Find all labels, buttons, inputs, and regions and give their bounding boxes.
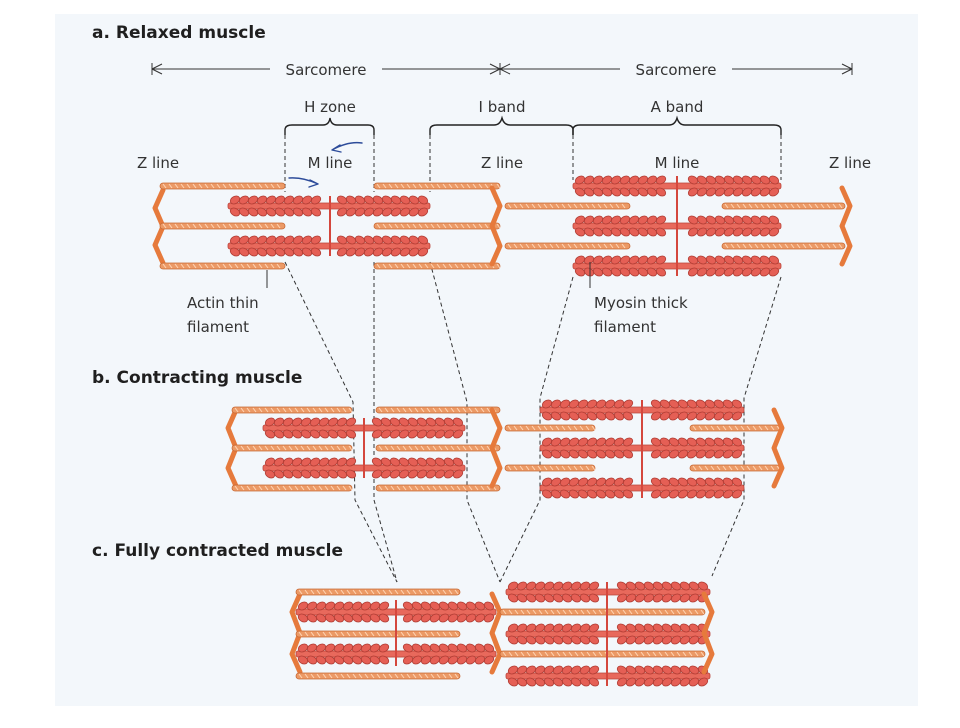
band-guides	[284, 135, 782, 192]
filament-structures	[152, 175, 853, 687]
label-h-zone: H zone	[304, 98, 356, 116]
z-line	[839, 185, 853, 267]
band-brackets: H zone I band A band	[284, 98, 782, 135]
actin-filament	[504, 464, 596, 472]
diagram-background	[55, 14, 918, 706]
label-sarcomere-right: Sarcomere	[636, 61, 717, 79]
actin-filament	[373, 222, 501, 230]
actin-filament	[504, 202, 631, 210]
actin-filament	[721, 202, 846, 210]
label-m-line-right: M line	[655, 154, 700, 172]
label-z-line-right: Z line	[829, 154, 871, 172]
actin-filament	[159, 262, 286, 270]
actin-filament	[231, 484, 353, 492]
myosin-filament	[539, 399, 745, 421]
z-line	[489, 591, 503, 675]
label-m-line-left: M line	[308, 154, 353, 172]
myosin-filament	[295, 601, 497, 623]
title-relaxed: a. Relaxed muscle	[92, 23, 266, 43]
actin-filament	[721, 242, 846, 250]
actin-filament	[373, 262, 501, 270]
actin-filament	[373, 182, 501, 190]
actin-filament	[689, 464, 781, 472]
sarcomere-dimension: Sarcomere Sarcomere	[151, 58, 853, 79]
myosin-filament	[505, 623, 711, 645]
actin-filament	[375, 444, 501, 452]
fully-contracted-sarcomere	[289, 581, 715, 687]
z-line	[771, 407, 785, 489]
z-line	[489, 185, 503, 267]
actin-filament	[504, 424, 596, 432]
relaxed-sarcomere	[152, 175, 853, 277]
actin-filament	[295, 672, 461, 680]
actin-filament	[159, 222, 286, 230]
label-a-band: A band	[651, 98, 704, 116]
label-myosin-thick: Myosin thick	[594, 294, 688, 312]
actin-filament	[231, 444, 353, 452]
label-actin-thin: Actin thin	[187, 294, 259, 312]
contracting-sarcomere	[225, 399, 785, 499]
myosin-filament	[572, 215, 782, 237]
label-actin-filament: filament	[187, 318, 249, 336]
actin-filament	[231, 406, 353, 414]
pen-annotation-arrows	[288, 141, 363, 188]
label-sarcomere-left: Sarcomere	[286, 61, 367, 79]
myosin-filament	[505, 581, 711, 603]
actin-filament	[375, 484, 501, 492]
z-line	[489, 407, 503, 489]
actin-filament	[375, 406, 501, 414]
z-line	[701, 591, 715, 675]
actin-filament	[499, 650, 706, 658]
label-i-band: I band	[479, 98, 526, 116]
filament-leaders	[266, 262, 591, 288]
myosin-filament	[262, 457, 466, 479]
actin-filament	[504, 242, 631, 250]
actin-filament	[689, 424, 781, 432]
label-myosin-filament: filament	[594, 318, 656, 336]
actin-filament	[295, 630, 461, 638]
myosin-filament	[572, 175, 782, 197]
actin-filament	[159, 182, 286, 190]
title-contracting: b. Contracting muscle	[92, 368, 302, 388]
label-z-line-left: Z line	[137, 154, 179, 172]
actin-filament	[295, 588, 461, 596]
myosin-filament	[539, 437, 745, 459]
actin-filament	[499, 608, 706, 616]
title-fully-contracted: c. Fully contracted muscle	[92, 541, 343, 561]
label-z-line-center: Z line	[481, 154, 523, 172]
